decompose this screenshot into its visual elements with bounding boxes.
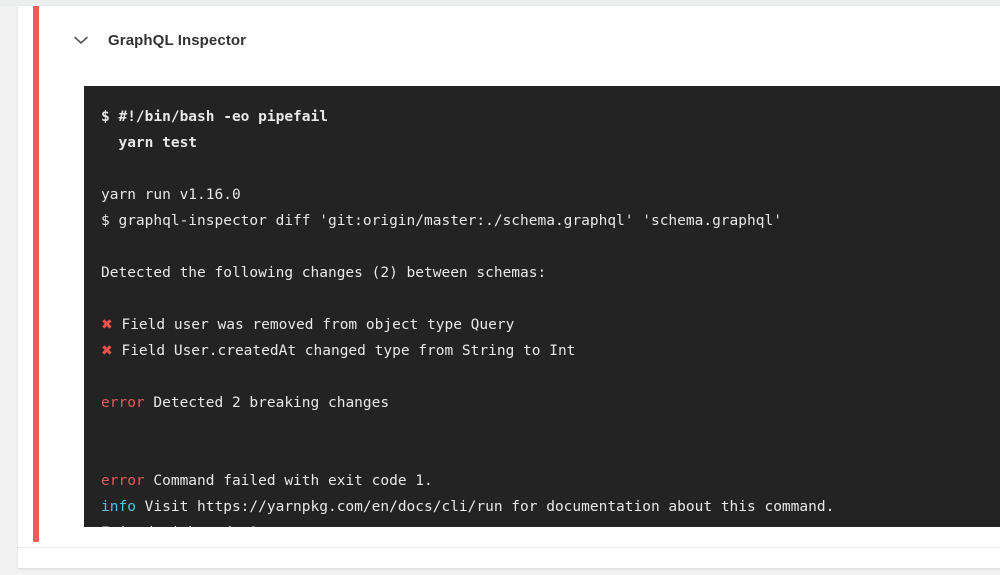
terminal-line: error Detected 2 breaking changes — [84, 390, 1000, 416]
chevron-down-icon[interactable] — [68, 27, 94, 53]
terminal-line: $ graphql-inspector diff 'git:origin/mas… — [84, 208, 1000, 234]
terminal-text: error — [101, 473, 145, 489]
terminal-text — [101, 421, 110, 437]
terminal-line: yarn run v1.16.0 — [84, 182, 1000, 208]
terminal-text — [101, 447, 110, 463]
page-top-strip — [0, 0, 1000, 6]
terminal-text: yarn run v1.16.0 — [101, 187, 241, 203]
terminal-text: error — [101, 395, 145, 411]
terminal-text: Detected the following changes (2) betwe… — [101, 265, 547, 281]
terminal-line: Exited with code 1 — [84, 520, 1000, 527]
terminal-line — [84, 364, 1000, 390]
terminal-text: Field User.createdAt changed type from S… — [112, 343, 576, 359]
terminal-line: Detected the following changes (2) betwe… — [84, 260, 1000, 286]
terminal-line — [84, 286, 1000, 312]
terminal-line: ✖ Field user was removed from object typ… — [84, 312, 1000, 338]
terminal-text: Command failed with exit code 1. — [144, 473, 433, 489]
terminal-text: $ #!/bin/bash -eo pipefail — [101, 109, 328, 125]
job-step-card: GraphQL Inspector $ #!/bin/bash -eo pipe… — [18, 6, 1000, 568]
terminal-line: error Command failed with exit code 1. — [84, 468, 1000, 494]
failure-x-icon: ✖ — [101, 317, 113, 333]
terminal-line: info Visit https://yarnpkg.com/en/docs/c… — [84, 494, 1000, 520]
terminal-log-output[interactable]: $ #!/bin/bash -eo pipefail yarn test yar… — [84, 86, 1000, 527]
status-accent-rail — [33, 6, 39, 542]
terminal-line: ✖ Field User.createdAt changed type from… — [84, 338, 1000, 364]
card-divider — [18, 547, 1000, 548]
terminal-line: $ #!/bin/bash -eo pipefail — [84, 104, 1000, 130]
terminal-text: yarn test — [101, 135, 198, 151]
job-step-body: GraphQL Inspector $ #!/bin/bash -eo pipe… — [18, 6, 1000, 568]
step-title: GraphQL Inspector — [108, 31, 247, 49]
terminal-text: $ graphql-inspector diff 'git:origin/mas… — [101, 213, 782, 229]
terminal-text: Detected 2 breaking changes — [144, 395, 390, 411]
terminal-line — [84, 442, 1000, 468]
terminal-text — [101, 161, 110, 177]
terminal-text: Visit https://yarnpkg.com/en/docs/cli/ru… — [135, 499, 835, 515]
failure-x-icon: ✖ — [101, 343, 113, 359]
terminal-text — [101, 291, 110, 307]
terminal-line: yarn test — [84, 130, 1000, 156]
terminal-text — [101, 369, 110, 385]
terminal-text: Exited with code 1 — [101, 525, 258, 527]
terminal-line — [84, 156, 1000, 182]
terminal-text: Field user was removed from object type … — [112, 317, 515, 333]
step-header[interactable]: GraphQL Inspector — [68, 20, 246, 60]
terminal-text — [101, 239, 110, 255]
terminal-line — [84, 416, 1000, 442]
terminal-line — [84, 234, 1000, 260]
terminal-text: info — [101, 499, 136, 515]
card-footer — [18, 548, 1000, 568]
